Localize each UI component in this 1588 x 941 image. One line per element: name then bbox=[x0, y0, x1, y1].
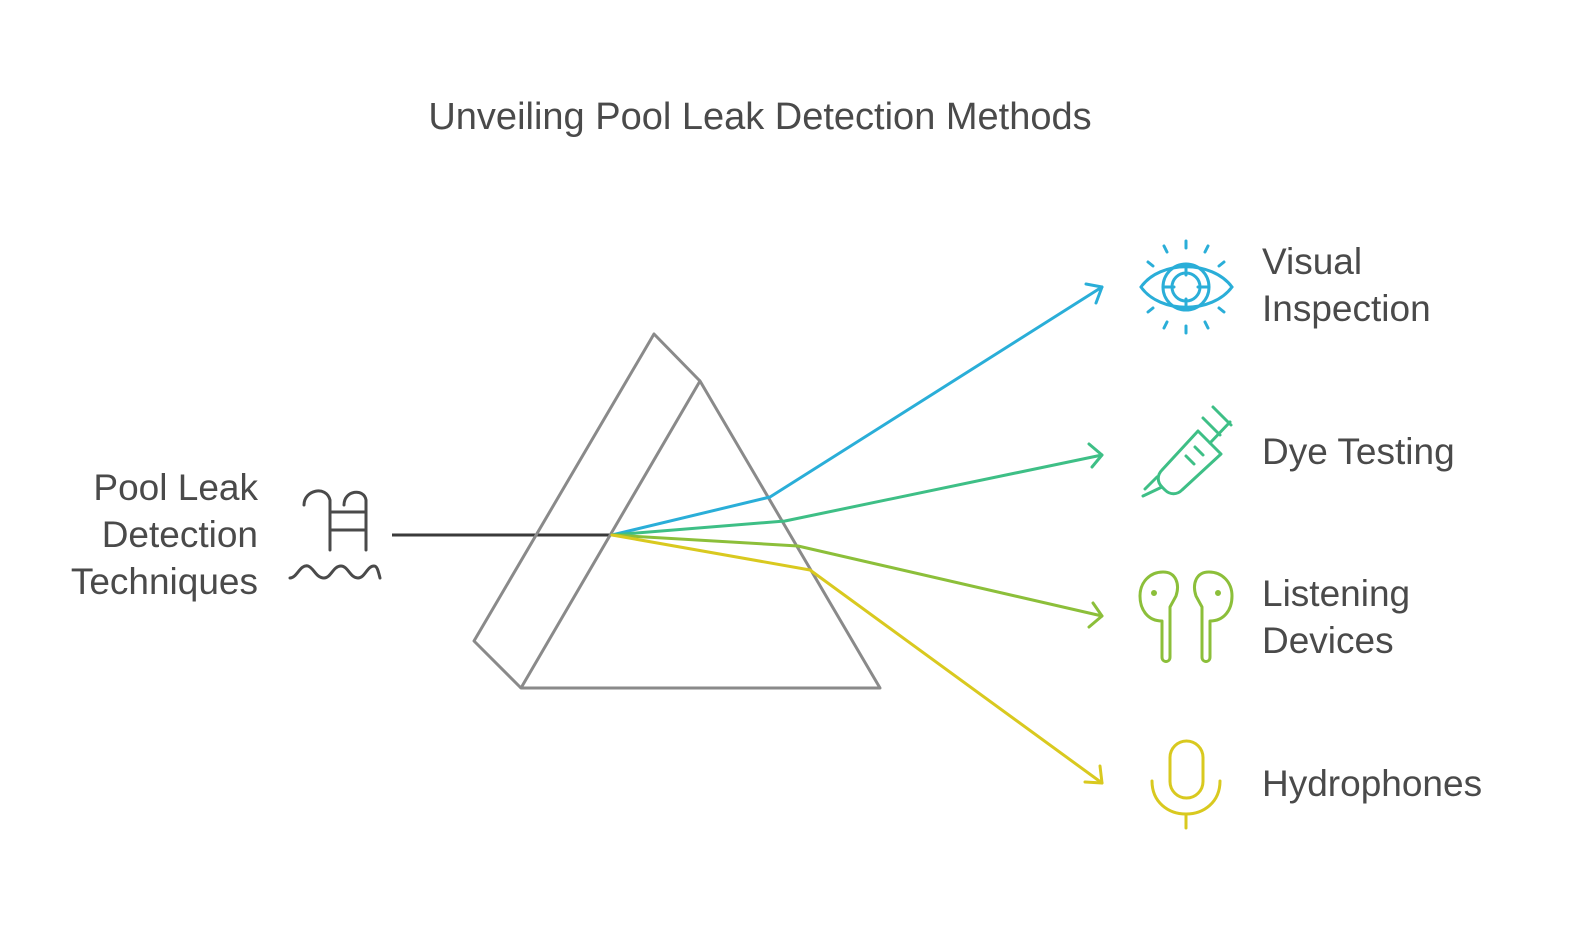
earbuds-icon bbox=[1138, 570, 1234, 663]
beam-visual-inspection bbox=[610, 282, 1104, 537]
microphone-icon bbox=[1150, 739, 1222, 830]
output-label-line: Visual bbox=[1262, 241, 1363, 282]
source-label-line-2: Detection bbox=[101, 514, 258, 555]
output-label-listening-devices: Listening Devices bbox=[1262, 570, 1410, 664]
output-label-line: Inspection bbox=[1262, 288, 1431, 329]
source-label-line-1: Pool Leak bbox=[93, 467, 258, 508]
syringe-icon bbox=[1141, 405, 1233, 498]
source-label-line-3: Techniques bbox=[70, 561, 258, 602]
beam-dye-testing bbox=[610, 442, 1104, 537]
prism bbox=[472, 332, 882, 690]
output-label-visual-inspection: Visual Inspection bbox=[1262, 238, 1431, 332]
beam-hydrophones bbox=[610, 533, 1104, 785]
refracted-beams bbox=[610, 282, 1104, 785]
beam-listening-devices bbox=[610, 533, 1104, 629]
output-label-line: Listening bbox=[1262, 573, 1411, 614]
output-label-line: Dye Testing bbox=[1262, 431, 1455, 472]
output-label-dye-testing: Dye Testing bbox=[1262, 428, 1455, 475]
output-label-hydrophones: Hydrophones bbox=[1262, 760, 1482, 807]
output-label-line: Hydrophones bbox=[1262, 763, 1483, 804]
pool-ladder-icon bbox=[288, 489, 382, 580]
diagram-title: Unveiling Pool Leak Detection Methods bbox=[428, 96, 1092, 138]
eye-target-icon bbox=[1139, 239, 1234, 335]
source-label: Pool Leak Detection Techniques bbox=[40, 464, 258, 605]
output-label-line: Devices bbox=[1262, 620, 1394, 661]
